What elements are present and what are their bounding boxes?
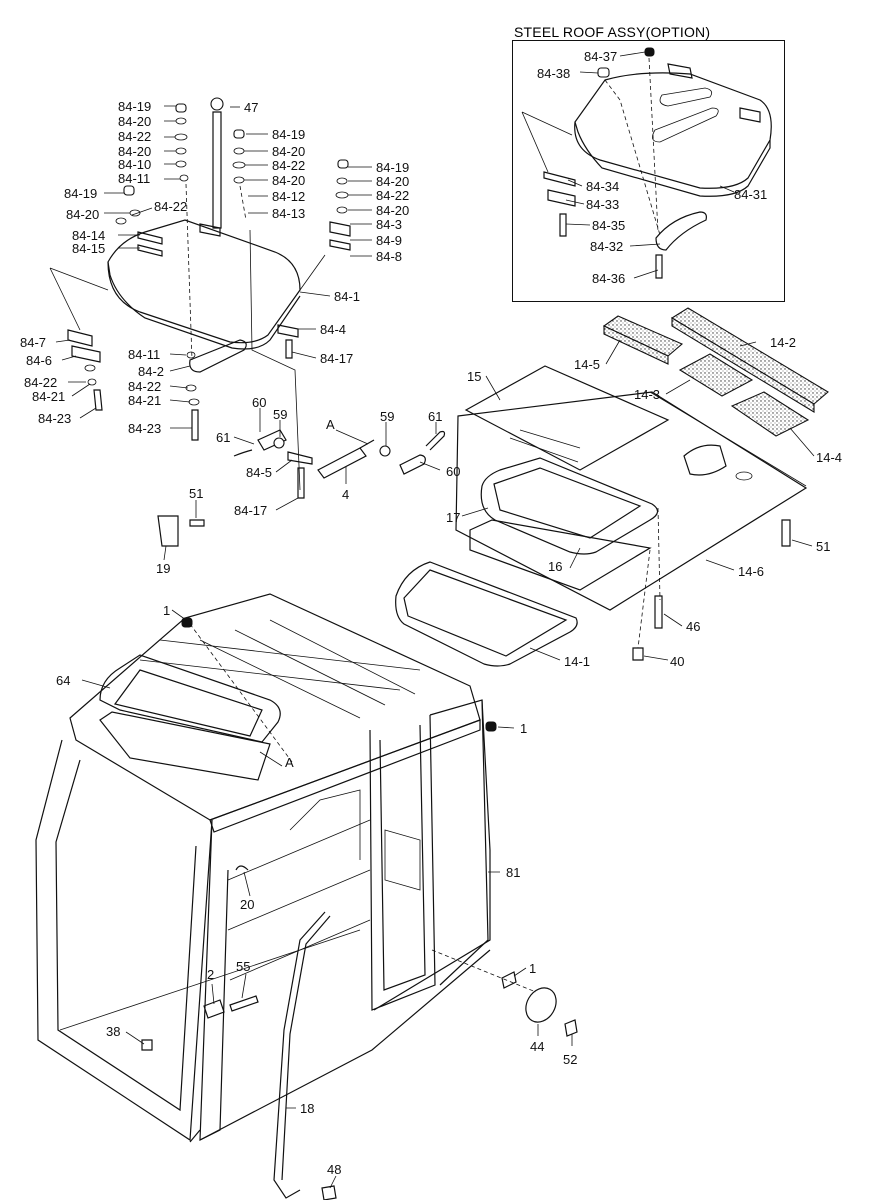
callout-84-10: 84-10 [118, 157, 152, 172]
callout-18: 18 [300, 1101, 315, 1116]
callout-84-22: 84-22 [128, 379, 162, 394]
callout-1: 1 [520, 721, 528, 736]
callout-61: 61 [216, 430, 231, 445]
callout-84-19: 84-19 [64, 186, 98, 201]
callout-84-19: 84-19 [272, 127, 306, 142]
callout-84-8: 84-8 [376, 249, 403, 264]
callout-84-31: 84-31 [734, 187, 768, 202]
callout-4: 4 [342, 487, 350, 502]
lock-pin-assembly [157, 429, 446, 547]
callout-14-1: 14-1 [564, 654, 591, 669]
callout-14-4: 14-4 [816, 450, 843, 465]
callout-20: 20 [240, 897, 255, 912]
callout-84-15: 84-15 [72, 241, 106, 256]
callout-84-1: 84-1 [334, 289, 361, 304]
callout-84-11: 84-11 [118, 171, 151, 186]
callout-84-17: 84-17 [234, 503, 268, 518]
callout-55: 55 [236, 959, 251, 974]
callout-84-22: 84-22 [24, 375, 58, 390]
callout-84-20: 84-20 [66, 207, 100, 222]
callout-84-20: 84-20 [272, 173, 306, 188]
callout-84-5: 84-5 [246, 465, 273, 480]
callout-51: 51 [816, 539, 831, 554]
callout-84-7: 84-7 [20, 335, 47, 350]
callout-84-12: 84-12 [272, 189, 306, 204]
callout-2: 2 [207, 967, 215, 982]
callout-84-22: 84-22 [376, 188, 410, 203]
callout-60: 60 [252, 395, 267, 410]
callout-A: A [326, 417, 335, 432]
callout-81: 81 [506, 865, 521, 880]
callout-38: 38 [106, 1024, 121, 1039]
callout-84-13: 84-13 [272, 206, 306, 221]
cab-body [35, 593, 578, 1200]
callout-60: 60 [446, 464, 461, 479]
callout-84-22: 84-22 [118, 129, 152, 144]
callout-84-6: 84-6 [26, 353, 53, 368]
callout-84-22: 84-22 [154, 199, 188, 214]
steel-roof-assy-group [521, 47, 772, 279]
callout-1: 1 [163, 603, 171, 618]
callout-59: 59 [380, 409, 395, 424]
callout-84-38: 84-38 [537, 66, 571, 81]
callout-84-20: 84-20 [376, 203, 410, 218]
callout-84-19: 84-19 [118, 99, 152, 114]
callout-84-21: 84-21 [32, 389, 66, 404]
callout-14-6: 14-6 [738, 564, 765, 579]
callout-84-20: 84-20 [118, 144, 152, 159]
callout-17: 17 [446, 510, 461, 525]
callout-59: 59 [273, 407, 288, 422]
callout-84-32: 84-32 [590, 239, 624, 254]
steel-roof-option-frame [512, 40, 785, 302]
callout-84-3: 84-3 [376, 217, 403, 232]
callout-40: 40 [670, 654, 685, 669]
callout-84-14: 84-14 [72, 228, 106, 243]
callout-19: 19 [156, 561, 171, 576]
callout-84-2: 84-2 [138, 364, 165, 379]
callout-84-22: 84-22 [272, 158, 306, 173]
callout-84-36: 84-36 [592, 271, 626, 286]
callout-84-34: 84-34 [586, 179, 620, 194]
callout-84-23: 84-23 [38, 411, 72, 426]
sunroof-components [395, 307, 829, 667]
callout-84-20: 84-20 [376, 174, 410, 189]
callout-47: 47 [244, 100, 259, 115]
callout-A: A [285, 755, 294, 770]
callout-84-9: 84-9 [376, 233, 403, 248]
callout-16: 16 [548, 559, 563, 574]
leader-lines [55, 51, 815, 1189]
callout-52: 52 [563, 1052, 578, 1067]
callout-15: 15 [467, 369, 482, 384]
callout-84-20: 84-20 [118, 114, 152, 129]
callout-46: 46 [686, 619, 701, 634]
callout-14-3: 14-3 [634, 387, 661, 402]
callout-48: 48 [327, 1162, 342, 1177]
callout-1: 1 [529, 961, 537, 976]
callout-84-37: 84-37 [584, 49, 618, 64]
callout-84-21: 84-21 [128, 393, 162, 408]
callout-14-5: 14-5 [574, 357, 601, 372]
callout-84-11: 84-11 [128, 347, 161, 362]
callout-61: 61 [428, 409, 443, 424]
callout-64: 64 [56, 673, 71, 688]
callout-84-33: 84-33 [586, 197, 620, 212]
callout-44: 44 [530, 1039, 545, 1054]
callout-84-19: 84-19 [376, 160, 410, 175]
callout-84-20: 84-20 [272, 144, 306, 159]
option-box-title: STEEL ROOF ASSY(OPTION) [514, 24, 711, 40]
callout-84-4: 84-4 [320, 322, 347, 337]
callout-14-2: 14-2 [770, 335, 797, 350]
callout-51: 51 [189, 486, 204, 501]
roof-panel-84-1 [49, 97, 351, 491]
callout-84-17: 84-17 [320, 351, 354, 366]
callout-84-35: 84-35 [592, 218, 626, 233]
callout-84-23: 84-23 [128, 421, 162, 436]
